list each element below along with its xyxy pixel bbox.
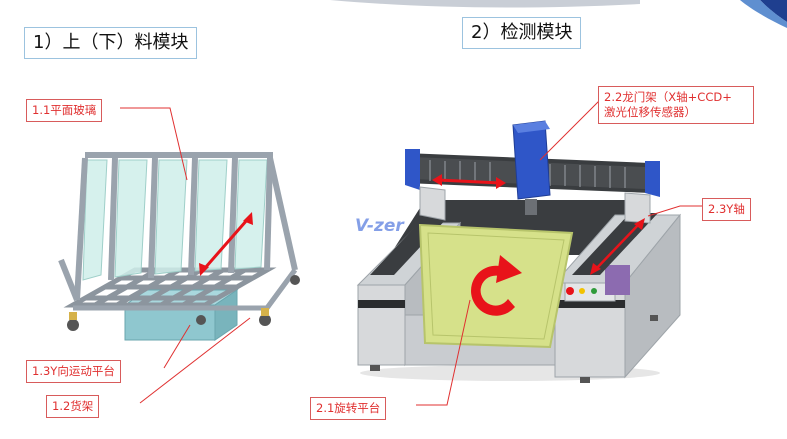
- callout-rotary-platform: 2.1旋转平台: [310, 397, 387, 420]
- watermark-text: V-zer: [355, 216, 404, 236]
- callout-y-axis: 2.3Y轴: [702, 198, 751, 221]
- callout-gantry-line1: 2.2龙门架（X轴+CCD+: [604, 90, 732, 104]
- rotation-arrow: [471, 255, 522, 316]
- heading-inspection-module: 2）检测模块: [462, 17, 582, 49]
- callout-gantry: 2.2龙门架（X轴+CCD+ 激光位移传感器）: [598, 86, 754, 124]
- inspection-machine-illustration: [356, 120, 682, 383]
- header-swoosh: [330, 0, 787, 28]
- ccd-carriage: [512, 120, 551, 200]
- callout-rack: 1.2货架: [46, 395, 100, 418]
- callout-gantry-line2: 激光位移传感器）: [604, 105, 696, 119]
- glass-rack-illustration: [58, 152, 300, 341]
- heading-loading-module: 1）上（下）料模块: [24, 27, 198, 59]
- callout-flat-glass: 1.1平面玻璃: [26, 99, 103, 122]
- callout-y-platform: 1.3Y向运动平台: [26, 360, 121, 383]
